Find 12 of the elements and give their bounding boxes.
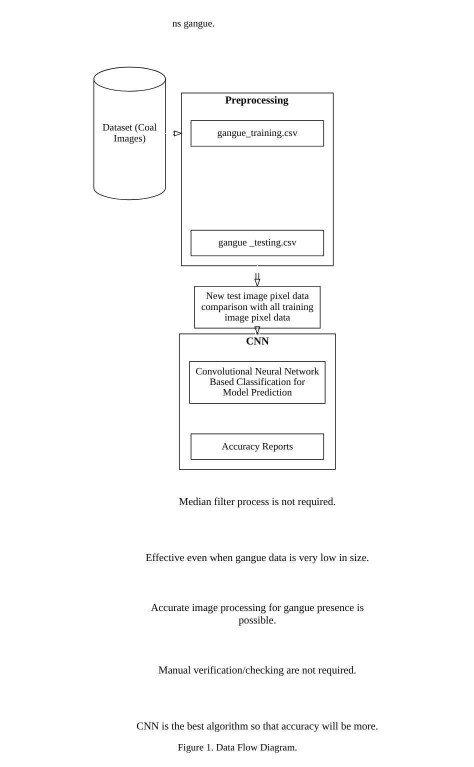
node-box: Convolutional Neural Network Based Classification for Model Prediction: [188, 361, 325, 404]
label: ns gangue.: [172, 18, 214, 30]
label: Effective even when gangue data is very low in size.: [145, 553, 369, 564]
label: Accurate image processing for gangue presence is possible.: [150, 603, 364, 626]
label: Median filter process is not required.: [178, 497, 336, 508]
node-box: gangue_training.csv: [190, 120, 324, 147]
node-box: gangue _testing.csv: [190, 230, 324, 256]
label: Manual verification/checking are not required.: [158, 665, 356, 676]
node-box: New test image pixel data comparison with all training image pixel data: [194, 286, 320, 329]
label: CNN is the best algorithm so that accuracy will be more.: [136, 721, 378, 732]
node-box: Accuracy Reports: [190, 434, 324, 460]
caption: Figure 1. Data Flow Diagram.: [177, 742, 297, 754]
